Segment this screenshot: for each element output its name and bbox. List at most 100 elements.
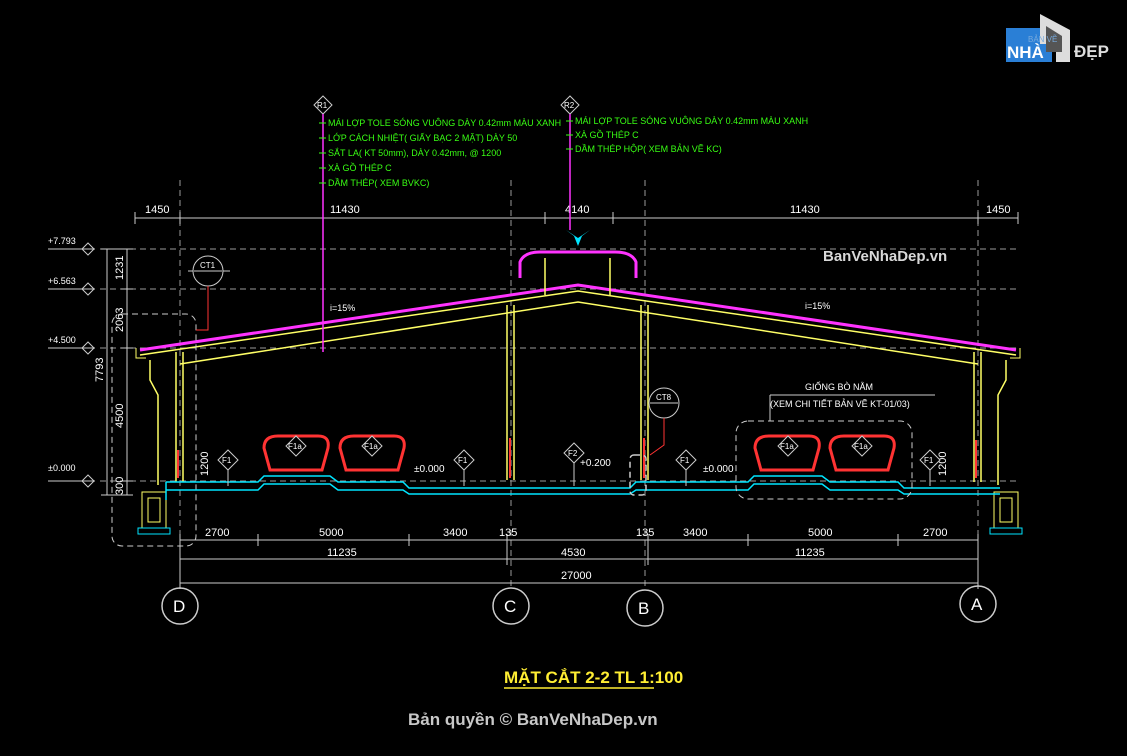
bottom-dim-1-1: 2700 — [205, 527, 229, 539]
floor-level-3: ±0.000 — [703, 464, 734, 475]
bottom-dim-total: 27000 — [561, 570, 592, 582]
stall-note-line-2: (XEM CHI TIẾT BẢN VẼ KT-01/03) — [770, 398, 910, 409]
floor-level-1: ±0.000 — [414, 464, 445, 475]
axis-b: B — [626, 589, 664, 627]
top-dimension-row: 1450 11430 4140 11430 1450 — [134, 204, 1019, 224]
svg-text:R2: R2 — [564, 101, 575, 110]
slope-left: i=15% — [330, 303, 355, 313]
level-mark-1: +7.793 — [48, 236, 76, 246]
bottom-dim-1-4: 135 — [499, 527, 517, 539]
columns — [149, 305, 1007, 485]
axis-a: A — [959, 585, 997, 623]
bottom-dim-2-1: 11235 — [327, 547, 357, 559]
svg-text:F1a: F1a — [780, 442, 794, 451]
axis-d: D — [161, 587, 199, 625]
note-r1-5: DẦM THÉP( XEM BVKC) — [328, 178, 429, 188]
right-dim-1200: 1200 — [937, 452, 949, 476]
bottom-dim-1-2: 5000 — [319, 527, 343, 539]
foundations — [137, 491, 1023, 535]
copyright: Bản quyền © BanVeNhaDep.vn — [408, 710, 658, 729]
svg-text:C: C — [504, 597, 516, 616]
notes-r2: MÁI LỢP TOLE SÓNG VUÔNG DÀY 0.42mm MÀU X… — [566, 116, 808, 154]
svg-text:F2: F2 — [568, 449, 578, 458]
floor-tag-4: F1 — [675, 449, 697, 486]
note-r1-1: MÁI LỢP TOLE SÓNG VUÔNG DÀY 0.42mm MÀU X… — [328, 118, 561, 128]
stall-tag-2: F1a — [361, 435, 383, 457]
svg-text:A: A — [971, 595, 983, 614]
svg-text:F1a: F1a — [364, 442, 378, 451]
bottom-dim-1-5: 135 — [636, 527, 654, 539]
logo-dep-text: ĐẸP — [1074, 42, 1109, 61]
stall-note-line-1: GIỐNG BÒ NẰM — [805, 381, 873, 392]
stall-tag-4: F1a — [851, 435, 873, 457]
logo: BẢN VẼ NHÀ ĐẸP — [1006, 14, 1109, 62]
floor-tag-2: F1 — [453, 449, 475, 486]
top-dim-1: 1450 — [145, 204, 169, 216]
note-r2-3: DẦM THÉP HỘP( XEM BẢN VẼ KC) — [575, 143, 722, 154]
drawing-title: MẶT CẮT 2-2 TL 1:100 — [504, 668, 683, 687]
svg-text:F1: F1 — [924, 456, 934, 465]
bottom-dim-1-8: 2700 — [923, 527, 947, 539]
top-dim-3: 4140 — [565, 204, 589, 216]
roof-tag-r1: R1 — [313, 95, 333, 352]
left-dim-2063: 2063 — [114, 308, 126, 332]
bottom-dim-1-7: 5000 — [808, 527, 832, 539]
svg-text:CT8: CT8 — [656, 393, 672, 402]
svg-text:D: D — [173, 597, 185, 616]
top-dim-4: 11430 — [790, 204, 820, 216]
floor-tag-5: F1 — [919, 449, 941, 486]
stalls — [262, 434, 896, 472]
svg-text:R1: R1 — [317, 101, 328, 110]
detail-boundary-left — [111, 313, 197, 547]
level-mark-2: +6.563 — [48, 276, 76, 286]
notes-r1: MÁI LỢP TOLE SÓNG VUÔNG DÀY 0.42mm MÀU X… — [319, 118, 561, 188]
stall-detail-boundary — [735, 420, 913, 500]
stall-tag-1: F1a — [285, 435, 307, 457]
stall-tag-3: F1a — [777, 435, 799, 457]
callout-ct1: CT1 — [188, 255, 230, 331]
note-r1-3: SẮT LA( KT 50mm), DÀY 0.42mm, @ 1200 — [328, 148, 501, 158]
svg-text:F1: F1 — [458, 456, 468, 465]
bottom-dim-1-3: 3400 — [443, 527, 467, 539]
svg-text:B: B — [638, 599, 649, 618]
left-dim-7793: 7793 — [94, 358, 106, 382]
top-dim-5: 1450 — [986, 204, 1010, 216]
left-dim-1231: 1231 — [114, 256, 126, 280]
bottom-dim-2-2: 4530 — [561, 547, 585, 559]
floor-tag-1: F1 — [217, 449, 239, 486]
level-mark-4: ±0.000 — [48, 463, 75, 473]
top-dim-2: 11430 — [330, 204, 360, 216]
floor-tag-3: F2 — [563, 442, 585, 486]
grid-lines — [100, 180, 1020, 590]
watermark: BanVeNhaDep.vn — [823, 248, 947, 265]
left-dim-300: 300 — [114, 477, 126, 495]
left-dim-4500: 4500 — [114, 404, 126, 428]
left-dim-1200: 1200 — [199, 452, 211, 476]
level-markers: +7.793 +6.563 +4.500 ±0.000 — [48, 236, 95, 488]
bottom-dim-1-6: 3400 — [683, 527, 707, 539]
note-r1-2: LỚP CÁCH NHIỆT( GIẤY BẠC 2 MẶT) DÀY 50 — [328, 133, 517, 143]
note-r2-1: MÁI LỢP TOLE SÓNG VUÔNG DÀY 0.42mm MÀU X… — [575, 116, 808, 126]
note-r1-4: XÀ GỒ THÉP C — [328, 162, 392, 173]
svg-text:F1: F1 — [222, 456, 232, 465]
svg-text:CT1: CT1 — [200, 261, 216, 270]
logo-nha-text: NHÀ — [1007, 43, 1044, 62]
left-dimensions — [101, 248, 133, 496]
roof — [135, 230, 1021, 365]
callout-ct8: CT8 — [648, 387, 680, 456]
stall-note: GIỐNG BÒ NẰM (XEM CHI TIẾT BẢN VẼ KT-01/… — [769, 381, 935, 421]
logo-top-text: BẢN VẼ — [1028, 35, 1057, 44]
column-red-marks — [177, 438, 977, 478]
slope-right: i=15% — [805, 301, 830, 311]
svg-text:F1a: F1a — [854, 442, 868, 451]
bottom-dim-2-3: 11235 — [795, 547, 825, 559]
level-mark-3: +4.500 — [48, 335, 76, 345]
axis-c: C — [492, 587, 530, 625]
roof-tag-r2: R2 — [560, 95, 580, 230]
svg-text:F1a: F1a — [288, 442, 302, 451]
svg-text:F1: F1 — [680, 456, 690, 465]
floor — [165, 454, 1000, 500]
note-r2-2: XÀ GỒ THÉP C — [575, 129, 639, 140]
floor-level-2: +0.200 — [580, 458, 611, 469]
